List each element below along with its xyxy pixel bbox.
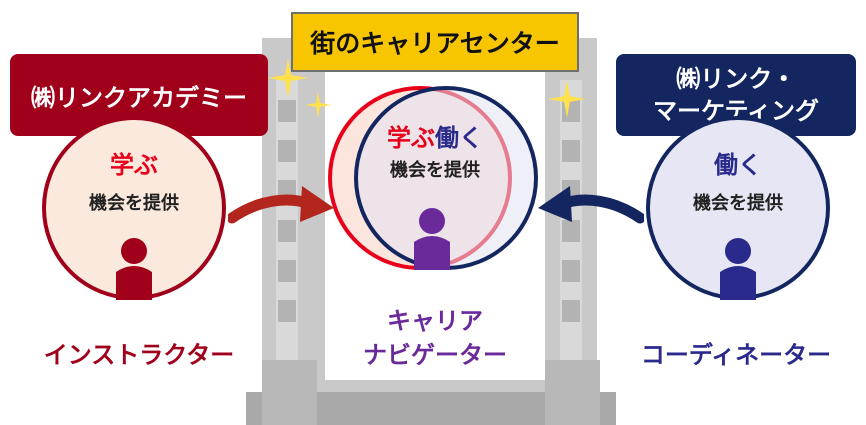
right-circle-text: 機会を提供 xyxy=(693,193,783,214)
left-circle-text: 機会を提供 xyxy=(89,193,179,214)
center-circle-text: 機会を提供 xyxy=(390,160,480,181)
instructor-label: インストラクター xyxy=(43,341,235,369)
sparkle-icon xyxy=(548,80,586,118)
coordinator-label: コーディネーター xyxy=(640,341,832,369)
coordinator-person-icon xyxy=(720,238,756,300)
left-org-name: ㈱リンクアカデミー xyxy=(31,83,247,112)
left-arrow-icon xyxy=(228,186,334,224)
center-keyword-work: 働く xyxy=(435,124,483,152)
right-circle-keyword: 働く xyxy=(714,151,762,179)
navigator-label-line2: ナビゲーター xyxy=(363,341,507,369)
right-arrow-icon xyxy=(538,186,644,224)
instructor-person-icon xyxy=(116,238,152,300)
sparkle-icon xyxy=(268,58,308,98)
left-org-banner: ㈱リンクアカデミー xyxy=(10,54,268,136)
center-sign: 街のキャリアセンター xyxy=(291,12,579,72)
navigator-label: キャリア ナビゲーター xyxy=(325,304,545,372)
sparkle-icon xyxy=(305,92,331,118)
center-keyword-learn: 学ぶ xyxy=(387,124,435,152)
right-org-name-line1: ㈱リンク・ xyxy=(676,65,796,93)
navigator-label-line1: キャリア xyxy=(387,307,483,335)
center-sign-text: 街のキャリアセンター xyxy=(310,29,560,58)
navigator-person-icon xyxy=(414,208,450,270)
center-circle-navy xyxy=(354,86,538,270)
center-circle-keywords: 学ぶ働く xyxy=(340,118,530,153)
left-circle-keyword: 学ぶ xyxy=(110,151,158,179)
